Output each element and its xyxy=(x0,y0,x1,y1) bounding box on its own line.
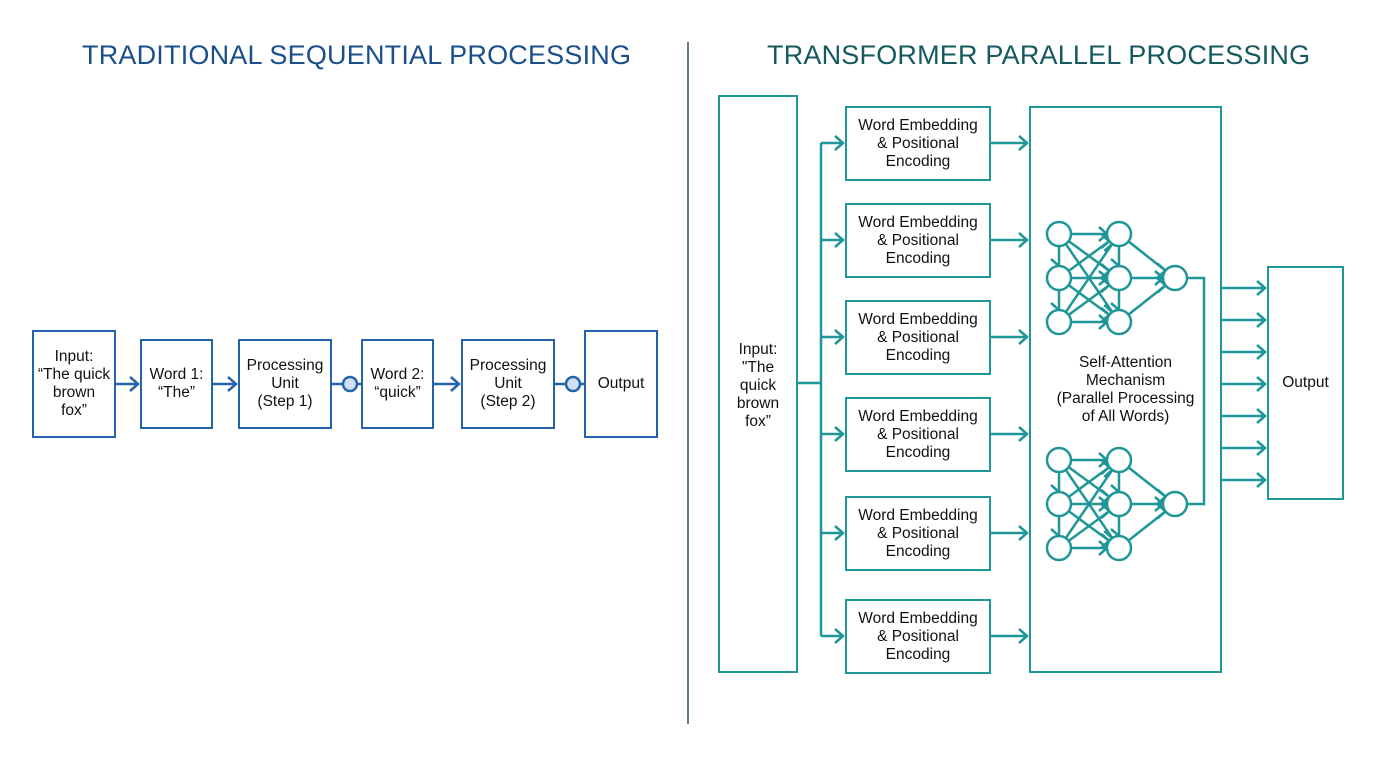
arrow-word2-to-processing2-head xyxy=(450,376,461,392)
arrow-attention-to-output-head xyxy=(1256,440,1267,456)
connector-node xyxy=(341,375,359,393)
arrow-word1-to-processing1-head xyxy=(227,376,238,392)
seq-processing-step1-box: Processing Unit (Step 1) xyxy=(238,339,332,429)
arrow-to-embedding-head xyxy=(834,135,845,151)
arrow-embedding-to-attention-head xyxy=(1018,525,1029,541)
arrow-to-embedding-head xyxy=(834,525,845,541)
embedding-box: Word Embedding & Positional Encoding xyxy=(845,203,991,278)
arrow-attention-to-output-head xyxy=(1256,280,1267,296)
arrow-to-embedding-head xyxy=(834,232,845,248)
embedding-box: Word Embedding & Positional Encoding xyxy=(845,397,991,472)
section-divider xyxy=(687,42,689,724)
arrow-attention-to-output-head xyxy=(1256,312,1267,328)
embedding-box: Word Embedding & Positional Encoding xyxy=(845,496,991,571)
embedding-box: Word Embedding & Positional Encoding xyxy=(845,599,991,674)
nn-node xyxy=(1105,490,1133,518)
self-attention-box xyxy=(1029,106,1222,673)
seq-word1-box: Word 1: “The” xyxy=(140,339,213,429)
nn-edge xyxy=(1064,243,1114,313)
embedding-box: Word Embedding & Positional Encoding xyxy=(845,300,991,375)
seq-processing-step2-box: Processing Unit (Step 2) xyxy=(461,339,555,429)
arrow-attention-to-output-head xyxy=(1256,408,1267,424)
parallel-input-label: Input: "The quick brown fox” xyxy=(736,341,780,430)
transformer-title: TRANSFORMER PARALLEL PROCESSING xyxy=(767,40,1311,70)
arrow-attention-to-output-head xyxy=(1256,472,1267,488)
nn-node xyxy=(1045,264,1073,292)
nn-node xyxy=(1105,534,1133,562)
arrow-embedding-to-attention-head xyxy=(1018,232,1029,248)
arrow-attention-to-output-head xyxy=(1256,376,1267,392)
nn-node xyxy=(1105,264,1133,292)
nn-output-node xyxy=(1161,264,1189,292)
nn-node xyxy=(1105,446,1133,474)
nn-node xyxy=(1045,534,1073,562)
seq-word2-box: Word 2: “quick” xyxy=(361,339,434,429)
arrow-input-to-word1-head xyxy=(129,376,140,392)
arrow-embedding-to-attention-head xyxy=(1018,329,1029,345)
arrow-embedding-to-attention-head xyxy=(1018,426,1029,442)
nn-node xyxy=(1105,220,1133,248)
nn-node xyxy=(1045,220,1073,248)
traditional-title: TRADITIONAL SEQUENTIAL PROCESSING xyxy=(82,40,632,70)
arrow-embedding-to-attention-head xyxy=(1018,135,1029,151)
nn-edge xyxy=(1064,469,1114,539)
parallel-output-box: Output xyxy=(1267,266,1344,500)
seq-input-box: Input: “The quick brown fox” xyxy=(32,330,116,438)
parallel-input-box: Input: "The quick brown fox” xyxy=(718,95,798,673)
nn-merge-line xyxy=(1187,276,1206,506)
arrow-attention-to-output-head xyxy=(1256,344,1267,360)
arrow-to-embedding-head xyxy=(834,628,845,644)
nn-output-node xyxy=(1161,490,1189,518)
nn-node xyxy=(1045,308,1073,336)
embedding-box: Word Embedding & Positional Encoding xyxy=(845,106,991,181)
nn-node xyxy=(1045,446,1073,474)
arrow-to-embedding-head xyxy=(834,426,845,442)
arrow-embedding-to-attention-head xyxy=(1018,628,1029,644)
nn-node xyxy=(1045,490,1073,518)
nn-node xyxy=(1105,308,1133,336)
connector-node xyxy=(564,375,582,393)
seq-output-box: Output xyxy=(584,330,658,438)
arrow-to-embedding-head xyxy=(834,329,845,345)
self-attention-label: Self-Attention Mechanism (Parallel Proce… xyxy=(1056,354,1195,425)
